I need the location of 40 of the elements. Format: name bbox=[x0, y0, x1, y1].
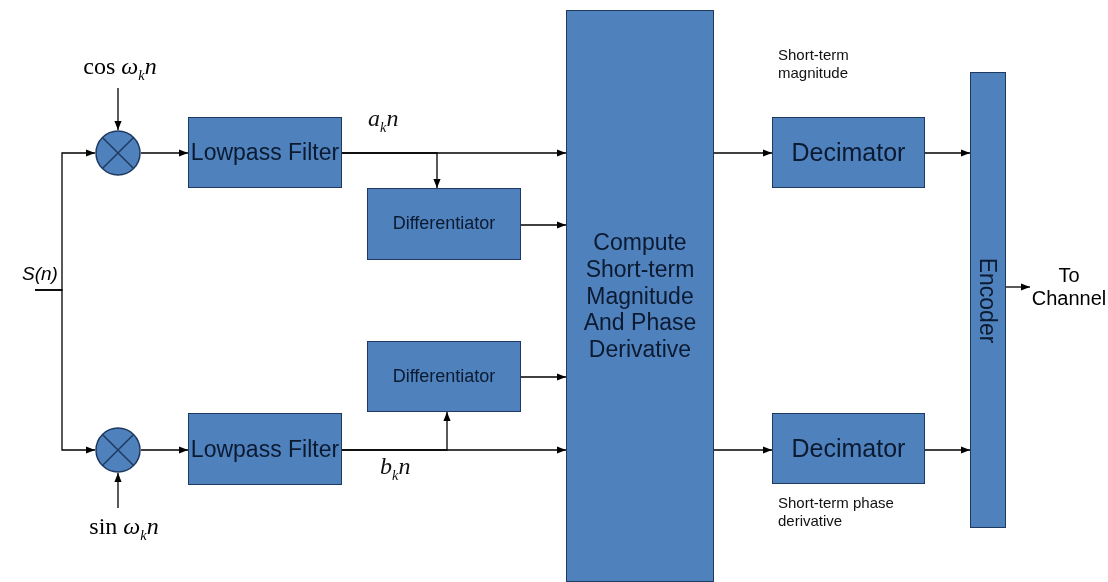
process-block bbox=[367, 188, 521, 260]
arrow bbox=[520, 221, 567, 229]
arrow bbox=[114, 472, 122, 509]
block-label: Lowpass Filter bbox=[190, 139, 340, 166]
arrow bbox=[34, 289, 96, 454]
arrow bbox=[924, 149, 971, 157]
arrow bbox=[341, 152, 441, 189]
arrow bbox=[924, 446, 971, 454]
process-block bbox=[772, 117, 925, 188]
filter-block bbox=[188, 117, 342, 188]
arrow bbox=[713, 149, 773, 157]
block-label: Differentiator bbox=[392, 213, 496, 235]
arrow bbox=[520, 373, 567, 381]
output-label: To Channel bbox=[1030, 263, 1108, 311]
process-block bbox=[367, 341, 521, 412]
block-label: Compute Short-term Magnitude And Phase Derivative bbox=[582, 228, 698, 364]
block-label: Differentiator bbox=[392, 365, 496, 387]
arrow bbox=[341, 411, 451, 451]
filter-block bbox=[188, 413, 342, 485]
arrow bbox=[713, 446, 773, 454]
arrow bbox=[140, 149, 189, 157]
arrow bbox=[140, 446, 189, 454]
arrow bbox=[114, 87, 122, 131]
signal-label: sin ω$_{k}$n bbox=[89, 512, 159, 544]
process-block bbox=[566, 10, 714, 582]
signal-label: S(n) bbox=[22, 262, 58, 286]
block-label: Decimator bbox=[791, 137, 906, 168]
block-label: Decimator bbox=[791, 433, 906, 464]
arrow bbox=[1005, 283, 1031, 291]
signal-label: cos ω$_{k}$n bbox=[83, 52, 157, 84]
multiplier-circle bbox=[95, 427, 141, 473]
process-block bbox=[772, 413, 925, 484]
edge-label: b$_{k}$n bbox=[380, 452, 411, 485]
block-label: Lowpass Filter bbox=[190, 435, 340, 463]
multiplier-circle bbox=[95, 130, 141, 176]
block-label: Encoder bbox=[976, 257, 1000, 343]
edge-label: a$_{k}$n bbox=[368, 104, 399, 137]
encoder-block bbox=[970, 72, 1006, 528]
edge-label: Short-term phase derivative bbox=[778, 494, 895, 530]
edge-label: Short-term magnitude bbox=[778, 46, 850, 82]
